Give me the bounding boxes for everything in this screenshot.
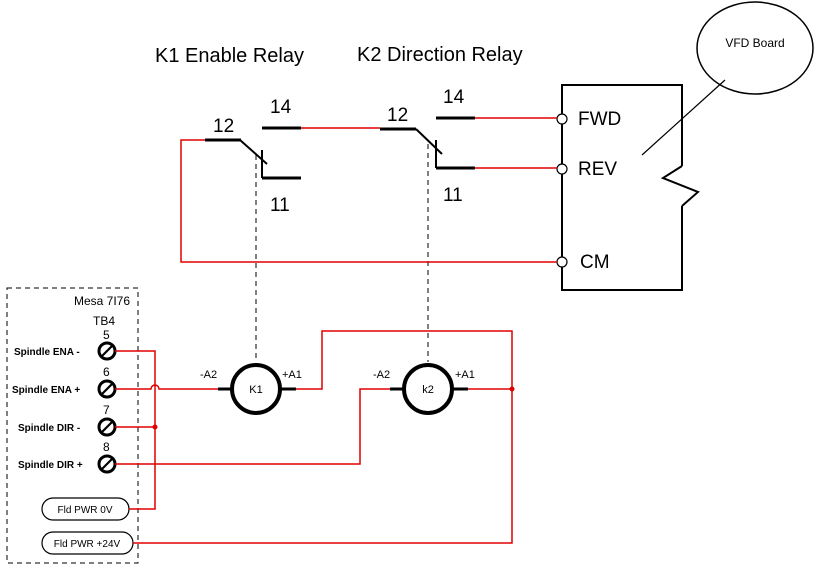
- k1-coil-minus-label: -A2: [200, 369, 217, 381]
- terminal-7-screw-icon: [97, 417, 117, 437]
- mesa-7i76: Mesa 7I76 TB4 5 Spindle ENA - 6 Spindle …: [6, 287, 139, 564]
- terminal-8-number: 8: [103, 440, 110, 454]
- spindle-dir-plus-label: Spindle DIR +: [18, 460, 83, 471]
- k1-pin-11: 11: [270, 195, 290, 216]
- k1-pin-14: 14: [270, 97, 292, 118]
- mesa-boundary: [6, 287, 139, 564]
- terminal-5-number: 5: [103, 328, 110, 342]
- vfd-callout-text: VFD Board: [725, 36, 784, 50]
- vfd-box: [561, 84, 683, 291]
- k2-coil-plus-label: +A1: [455, 369, 475, 381]
- rev-terminal: [556, 163, 568, 175]
- cm-terminal: [556, 256, 568, 268]
- k2-relay-title: K2 Direction Relay: [357, 44, 523, 66]
- k1-coil-plus-label: +A1: [282, 369, 302, 381]
- k2-pin-12: 12: [387, 105, 408, 126]
- wire-common-bus: [115, 350, 156, 510]
- junction-dot-common: [152, 424, 158, 430]
- k2-coil-label: k2: [422, 384, 434, 396]
- fld-pwr-24v-label: Fld PWR +24V: [54, 539, 121, 550]
- k2-pin-14: 14: [443, 87, 465, 108]
- terminal-5-screw-icon: [97, 341, 117, 361]
- k1-relay-title: K1 Enable Relay: [155, 45, 304, 67]
- vfd-board: FWD REV CM VFD Board: [556, 1, 814, 291]
- junction-dot-24v: [509, 386, 515, 392]
- tb4-label: TB4: [93, 314, 115, 328]
- fwd-terminal: [556, 113, 568, 125]
- wire-ena-plus-to-k1: [115, 384, 218, 390]
- wire-24v-bus: [133, 330, 513, 544]
- k2-coil: k2 -A2 +A1: [373, 363, 475, 415]
- k1-coil-circle: [230, 363, 282, 415]
- vfd-callout-bubble: [696, 1, 814, 95]
- mesa-title: Mesa 7I76: [74, 294, 130, 308]
- k1-coil-label: K1: [249, 384, 262, 396]
- k2-contact: 12 14 11: [380, 87, 475, 206]
- vfd-break-symbol: [660, 165, 700, 207]
- rev-label: REV: [578, 159, 617, 180]
- vfd-callout-pointer: [641, 79, 726, 156]
- k2-contact-arm: [415, 128, 443, 155]
- fwd-label: FWD: [578, 109, 621, 130]
- fld-pwr-0v-label: Fld PWR 0V: [57, 505, 112, 516]
- cm-label: CM: [580, 252, 610, 273]
- k1-contact: 12 14 11: [205, 97, 301, 216]
- wire-dir-plus-to-k2: [115, 388, 390, 465]
- k1-coil: K1 -A2 +A1: [200, 363, 302, 415]
- k2-pin-11: 11: [443, 185, 463, 206]
- terminal-7-number: 7: [103, 403, 110, 417]
- terminal-6-screw-icon: [97, 379, 117, 399]
- k1-pin-12: 12: [213, 116, 234, 137]
- terminal-8-screw-icon: [97, 454, 117, 474]
- k2-coil-minus-label: -A2: [373, 369, 390, 381]
- terminal-6-number: 6: [103, 365, 110, 379]
- k2-coil-circle: [402, 363, 454, 415]
- spindle-ena-minus-label: Spindle ENA -: [14, 347, 80, 358]
- spindle-dir-minus-label: Spindle DIR -: [18, 423, 80, 434]
- spindle-ena-plus-label: Spindle ENA +: [12, 385, 80, 396]
- wire-k1-12-to-cm: [180, 139, 557, 263]
